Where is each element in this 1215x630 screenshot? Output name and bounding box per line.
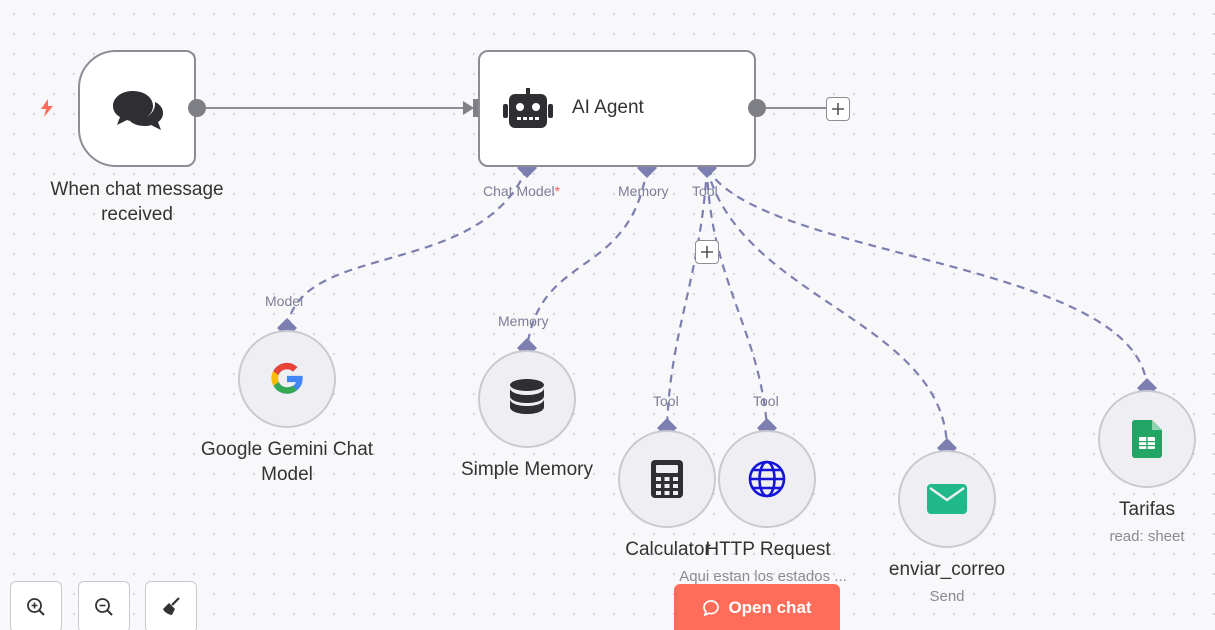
main-connection-arrow (463, 101, 474, 115)
add-tool-button[interactable] (695, 240, 719, 264)
google-g-icon (271, 362, 303, 394)
database-icon (510, 379, 544, 414)
calculator-connection[interactable] (665, 167, 709, 429)
zoom-out-button[interactable] (78, 581, 130, 630)
required-marker: * (554, 183, 561, 199)
spreadsheet-icon (1132, 420, 1162, 458)
agent-add-output-button[interactable] (826, 97, 850, 121)
enviar-correo-subtitle: Send (929, 588, 965, 605)
lightning-icon (41, 99, 53, 117)
chat-trigger-node[interactable] (78, 50, 196, 167)
calculator-title: Calculator (625, 539, 711, 560)
enviar-correo-node[interactable] (898, 450, 996, 548)
tool-port-label: Tool (692, 183, 718, 199)
calculator-node[interactable] (618, 430, 716, 528)
chat-bubble-icon (703, 600, 720, 617)
ai-agent-title: AI Agent (572, 97, 644, 118)
gemini-title: Google Gemini Chat Model (167, 437, 407, 487)
http-request-node[interactable] (718, 430, 816, 528)
tarifas-title: Tarifas (1119, 499, 1175, 520)
calculator-icon (651, 460, 683, 498)
gemini-title-line1: Google Gemini Chat (200, 439, 374, 460)
agent-input-handle[interactable] (473, 99, 481, 117)
gemini-port-label: Model (265, 293, 304, 309)
http-request-subtitle: Aqui estan los estados ... (679, 568, 847, 585)
tidy-up-button[interactable] (145, 581, 197, 630)
email-connection[interactable] (705, 167, 949, 449)
chat-bubbles-icon (113, 91, 163, 130)
open-chat-label: Open chat (728, 598, 812, 617)
chat-model-port-text: Chat Model (483, 183, 555, 199)
enviar-correo-title: enviar_correo (888, 559, 1006, 580)
memory-port-label: Memory (618, 183, 669, 199)
plus-icon (701, 246, 713, 258)
plus-icon (832, 103, 844, 115)
memory-connection[interactable] (525, 167, 649, 349)
simple-memory-node[interactable] (478, 350, 576, 448)
zoom-out-icon (95, 598, 113, 616)
memory-node-port-label: Memory (498, 313, 549, 329)
zoom-in-icon (27, 598, 45, 616)
broom-icon (163, 597, 180, 615)
model-connection[interactable] (285, 167, 529, 329)
gemini-chat-model-node[interactable] (238, 330, 336, 428)
trigger-title-line2: received (101, 204, 173, 225)
gemini-title-line2: Model (261, 464, 313, 485)
robot-icon (503, 88, 553, 128)
trigger-output-handle[interactable] (188, 99, 206, 117)
http-connection[interactable] (705, 167, 769, 429)
tarifas-sheet-node[interactable] (1098, 390, 1196, 488)
globe-icon (748, 460, 786, 498)
http-request-title: HTTP Request (705, 539, 831, 560)
open-chat-button[interactable]: Open chat (674, 584, 840, 630)
sheets-connection[interactable] (706, 167, 1149, 389)
chat-model-port-label: Chat Model* (483, 183, 560, 199)
simple-memory-title: Simple Memory (461, 459, 593, 480)
tarifas-subtitle: read: sheet (1109, 528, 1185, 545)
agent-output-handle[interactable] (748, 99, 766, 117)
envelope-icon (927, 484, 967, 514)
trigger-title: When chat message received (27, 177, 247, 227)
trigger-title-line1: When chat message (50, 179, 224, 200)
zoom-in-button[interactable] (10, 581, 62, 630)
calculator-port-label: Tool (653, 393, 679, 409)
http-port-label: Tool (753, 393, 779, 409)
